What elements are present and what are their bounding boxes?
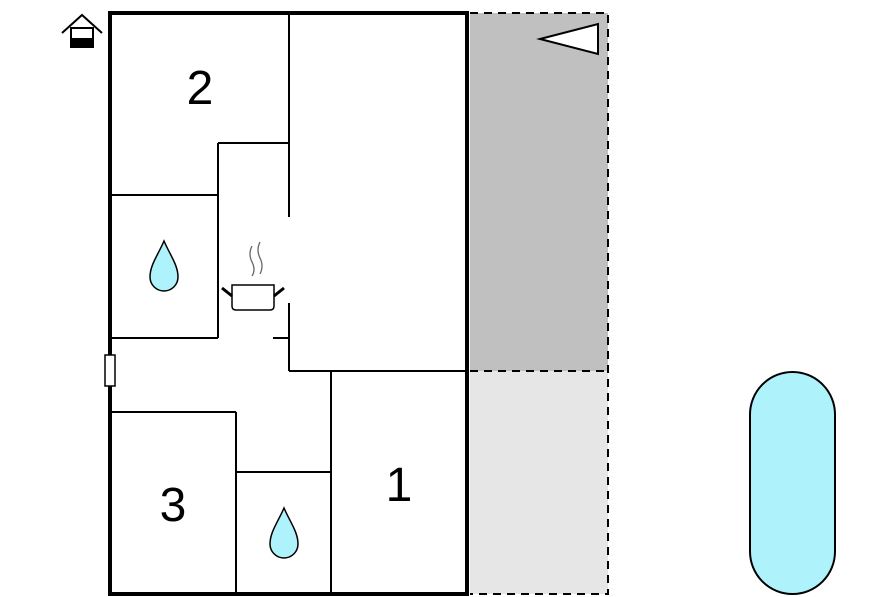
interior-walls — [110, 13, 467, 594]
room-label-1: 1 — [386, 459, 413, 512]
room-label-2: 2 — [187, 62, 214, 115]
terrace-light-area — [470, 371, 608, 594]
water-drop-icon — [269, 506, 299, 559]
terrace-dark-area — [470, 13, 608, 371]
entrance-door — [104, 354, 116, 387]
terrace-dashed-border — [470, 12, 609, 595]
water-drop-icon — [149, 239, 179, 292]
house-icon — [61, 13, 103, 48]
pool-icon — [749, 371, 836, 595]
north-arrow-icon — [536, 22, 599, 56]
room-label-3: 3 — [160, 479, 187, 532]
cooking-pot-icon — [221, 241, 285, 311]
